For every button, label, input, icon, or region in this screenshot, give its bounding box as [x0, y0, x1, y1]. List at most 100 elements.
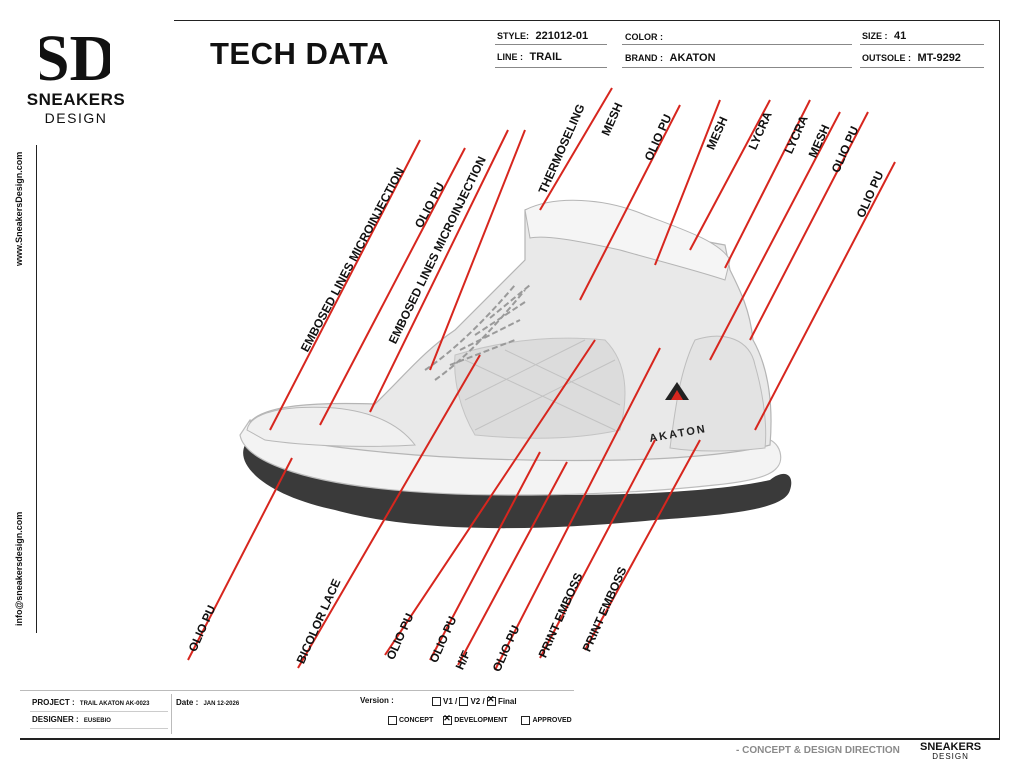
- brand-field: BRAND : AKATON: [625, 52, 716, 64]
- status-options: CONCEPT DEVELOPMENT APPROVED: [388, 713, 572, 725]
- project-label: PROJECT :: [32, 698, 75, 707]
- footer-divider: [171, 694, 172, 734]
- brand-underline: [622, 67, 852, 68]
- style-underline: [495, 44, 607, 45]
- v2-checkbox[interactable]: [459, 697, 469, 707]
- callout-line-bottom-7: [539, 439, 656, 659]
- color-field: COLOR :: [625, 31, 667, 43]
- version-options: V1 / V2 / Final: [432, 694, 517, 707]
- frame-bottom-border: [20, 738, 1000, 740]
- page-title: TECH DATA: [210, 36, 389, 71]
- laces: [424, 284, 531, 381]
- line-value: TRAIL: [529, 51, 562, 63]
- side-divider: [36, 145, 37, 633]
- size-value: 41: [894, 30, 907, 42]
- final-option[interactable]: Final: [486, 694, 517, 707]
- callout-line-top-6: [579, 104, 681, 301]
- outsole-label: OUTSOLE :: [862, 53, 911, 63]
- color-underline: [622, 44, 852, 45]
- size-underline: [860, 44, 984, 45]
- date-label: Date :: [176, 698, 199, 707]
- callout-line-bottom-6: [494, 347, 661, 671]
- development-label: DEVELOPMENT: [454, 717, 508, 725]
- callout-line-bottom-3: [384, 339, 596, 656]
- callout-line-bottom-5: [457, 461, 568, 666]
- designer-label: DESIGNER :: [32, 715, 79, 724]
- style-field: STYLE: 221012-01: [497, 30, 588, 42]
- shoe-illustration: AKATON: [239, 199, 792, 529]
- outsole: [243, 445, 792, 529]
- callout-line-top-2: [319, 147, 466, 426]
- callout-line-bottom-1: [187, 457, 293, 661]
- outsole-underline: [860, 67, 984, 68]
- outsole-value: MT-9292: [917, 52, 961, 64]
- project-value: TRAIL AKATON AK-0023: [79, 701, 150, 707]
- v1-checkbox[interactable]: [432, 697, 441, 707]
- project-underline: [30, 711, 168, 712]
- line-label: LINE :: [497, 52, 523, 62]
- mesh-pattern: [464, 339, 621, 431]
- callout-line-bottom-2: [297, 354, 481, 669]
- designer-underline: [30, 728, 168, 729]
- footer-top-rule: [20, 690, 574, 691]
- final-checkbox[interactable]: [486, 694, 496, 707]
- date-field: Date : JAN 12-2026: [176, 698, 239, 707]
- line-field: LINE : TRAIL: [497, 51, 562, 63]
- size-label: SIZE :: [862, 31, 888, 41]
- concept-option[interactable]: CONCEPT: [388, 716, 434, 725]
- frame-top-border: [174, 20, 1000, 21]
- logo-name: SNEAKERS: [26, 90, 126, 109]
- callout-line-top-10: [709, 111, 841, 361]
- concept-checkbox[interactable]: [388, 716, 397, 725]
- callout-line-top-12: [754, 161, 896, 431]
- callout-line-bottom-4: [429, 451, 541, 661]
- style-label: STYLE:: [497, 31, 530, 41]
- v2-label: V2 /: [470, 697, 485, 706]
- approved-label: APPROVED: [532, 717, 572, 725]
- frame-right-border: [999, 20, 1000, 738]
- outsole-field: OUTSOLE : MT-9292: [862, 52, 961, 64]
- toe-cap: [246, 406, 416, 447]
- callout-line-top-4: [429, 129, 526, 371]
- designer-value: EUSEBIO: [83, 718, 111, 724]
- development-checkbox[interactable]: [443, 713, 453, 725]
- approved-checkbox[interactable]: [521, 716, 531, 725]
- approved-option[interactable]: APPROVED: [521, 716, 572, 725]
- brand-label: BRAND :: [625, 53, 663, 63]
- brand-logo-accent-icon: [671, 390, 683, 400]
- callout-line-bottom-8: [584, 439, 701, 651]
- callout-line-top-11: [749, 111, 869, 341]
- brand-value: AKATON: [669, 52, 716, 64]
- color-label: COLOR :: [625, 32, 663, 42]
- credit-logo: SNEAKERS DESIGN: [920, 742, 981, 762]
- callout-line-top-7: [654, 99, 721, 266]
- designer-field: DESIGNER : EUSEBIO: [32, 715, 111, 724]
- sneakers-design-logo-icon: SD: [40, 22, 110, 92]
- upper: [249, 202, 772, 462]
- size-field: SIZE : 41: [862, 30, 906, 42]
- concept-label: CONCEPT: [399, 717, 434, 725]
- final-label: Final: [497, 697, 517, 706]
- logo-initials: SD: [40, 22, 110, 92]
- mesh-panel: [454, 337, 626, 439]
- callout-line-top-1: [269, 139, 421, 431]
- version-label: Version :: [360, 696, 394, 705]
- project-field: PROJECT : TRAIL AKATON AK-0023: [32, 698, 149, 707]
- callout-line-top-9: [724, 99, 811, 269]
- style-value: 221012-01: [535, 30, 589, 42]
- callout-line-top-3: [369, 129, 509, 413]
- callout-line-top-8: [689, 99, 771, 251]
- v1-option[interactable]: V1 /: [432, 697, 458, 707]
- callout-line-top-5: [539, 87, 613, 211]
- line-underline: [495, 67, 607, 68]
- development-option[interactable]: DEVELOPMENT: [443, 713, 508, 725]
- logo-sub: DESIGN: [44, 110, 108, 126]
- credit-text: - CONCEPT & DESIGN DIRECTION: [736, 745, 900, 756]
- credit-logo-sub: DESIGN: [932, 752, 969, 761]
- date-value: JAN 12-2026: [203, 701, 240, 707]
- credit-logo-name: SNEAKERS: [920, 741, 982, 753]
- heel-counter: [669, 335, 767, 452]
- v2-option[interactable]: V2 /: [459, 697, 485, 707]
- v1-label: V1 /: [443, 697, 458, 706]
